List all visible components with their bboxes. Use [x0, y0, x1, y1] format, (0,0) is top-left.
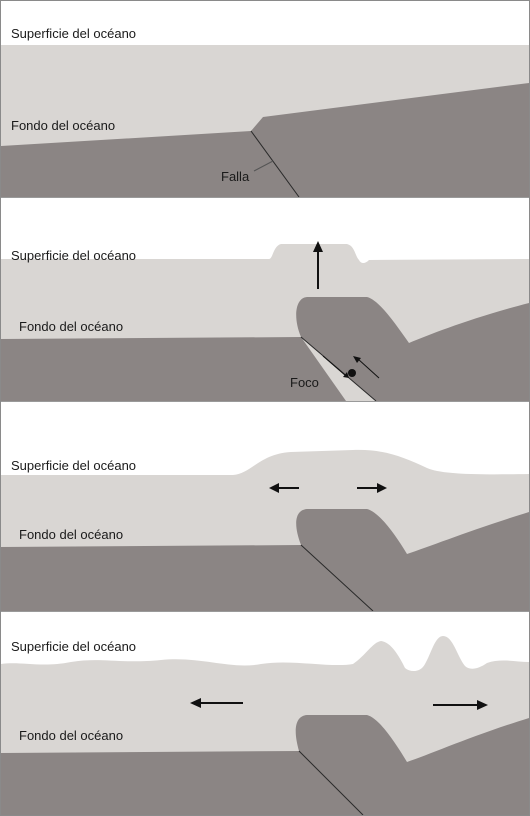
focus-point	[348, 369, 356, 377]
panel-4-tsunami: Superficie del océano Fondo del océano	[1, 612, 529, 815]
fault-label: Falla	[221, 169, 249, 184]
ocean-surface-label: Superficie del océano	[11, 26, 136, 41]
ocean-surface-label: Superficie del océano	[11, 639, 136, 654]
panel-2-drawing	[1, 198, 529, 401]
ocean-floor-label: Fondo del océano	[19, 319, 123, 334]
ocean-floor-label: Fondo del océano	[19, 527, 123, 542]
panel-3-spreading: Superficie del océano Fondo del océano	[1, 402, 529, 611]
focus-label: Foco	[290, 375, 319, 390]
ocean-floor-label: Fondo del océano	[11, 118, 115, 133]
panel-3-drawing	[1, 402, 529, 611]
panel-1-fault: Superficie del océano Fondo del océano F…	[1, 1, 529, 197]
ocean-floor-label: Fondo del océano	[19, 728, 123, 743]
seafloor-left-plate	[1, 337, 346, 401]
ocean-surface-label: Superficie del océano	[11, 248, 136, 263]
ocean-surface-label: Superficie del océano	[11, 458, 136, 473]
panel-2-uplift: Superficie del océano Fondo del océano F…	[1, 198, 529, 401]
